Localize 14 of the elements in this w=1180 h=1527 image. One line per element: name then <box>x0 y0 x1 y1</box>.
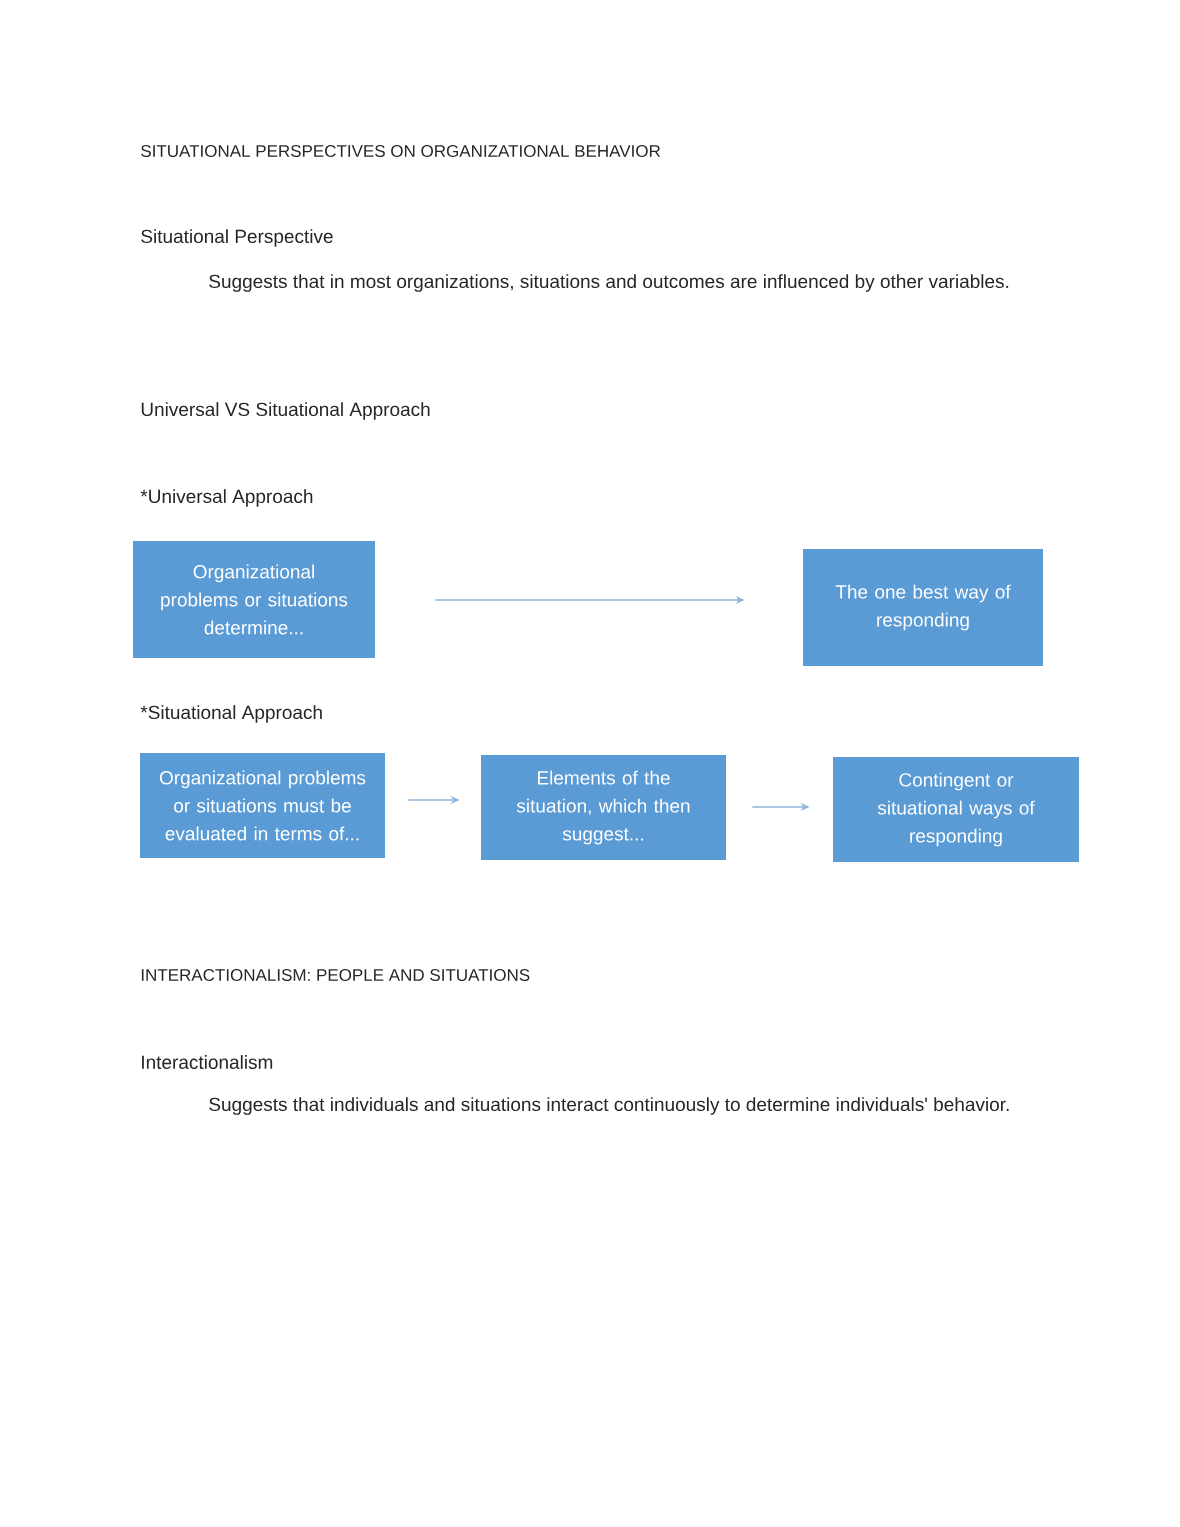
process-box: Elements of the situation, which then suggest... <box>481 755 726 860</box>
heading: SITUATIONAL PERSPECTIVES ON ORGANIZATIONAL BEHAVIOR <box>141 145 661 157</box>
process-box: Organizational problems or situations must be evaluated in terms of... <box>140 753 385 858</box>
paragraph: Suggests that in most organizations, situations and outcomes are influenced by other variables. <box>209 274 1009 292</box>
process-box: The one best way of responding <box>803 549 1043 666</box>
subheading: Interactionalism <box>142 1055 273 1069</box>
subheading: Situational Perspective <box>141 229 333 247</box>
subheading: *Situational Approach <box>140 705 322 723</box>
subheading: *Universal Approach <box>140 489 313 507</box>
paragraph: Suggests that individuals and situations interact continuously to determine individuals' behavior. <box>209 1097 1009 1115</box>
subheading: Universal VS Situational Approach <box>141 402 430 420</box>
process-box: Organizational problems or situations determine... <box>133 541 375 658</box>
process-box: Contingent or situational ways of responding <box>833 757 1079 862</box>
heading: INTERACTIONALISM: PEOPLE AND SITUATIONS <box>141 969 530 981</box>
